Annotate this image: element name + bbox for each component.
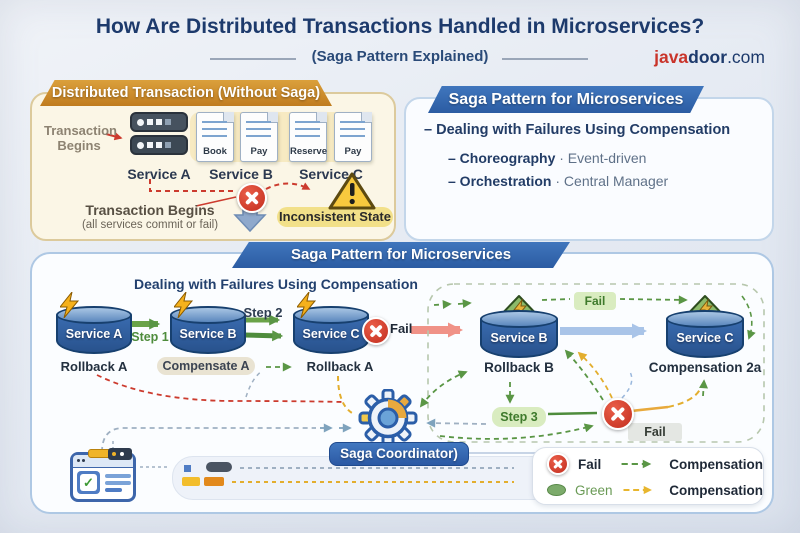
subtitle-left-rule bbox=[210, 58, 296, 60]
doc-label: Pay bbox=[344, 146, 362, 157]
flow-service-a: Service A bbox=[56, 292, 132, 354]
service-a-label: Service A bbox=[127, 166, 191, 182]
compensate-a-caption: Compensate A bbox=[157, 357, 255, 375]
orchestration-label: – Orchestration bbox=[448, 173, 552, 189]
compensation-2a-caption: Compensation 2a bbox=[648, 360, 762, 375]
page-subtitle: (Saga Pattern Explained) bbox=[311, 48, 489, 65]
without-saga-banner: Distributed Transaction (Without Saga) bbox=[40, 80, 332, 106]
flow-service-b: Service B bbox=[170, 292, 246, 354]
step3-pill: Step 3 bbox=[492, 407, 546, 427]
logo-tld: .com bbox=[727, 47, 765, 67]
saga-info-point-3: – Orchestration · Central Manager bbox=[448, 173, 668, 189]
commit-or-fail-subcaption: (all services commit or fail) bbox=[81, 219, 219, 231]
legend-row-green: Green Compensation bbox=[547, 477, 763, 503]
saga-flow-subtitle: Dealing with Failures Using Compensation bbox=[134, 276, 418, 292]
doc-label: Reserve bbox=[290, 146, 327, 157]
green-ellipse-icon bbox=[547, 484, 566, 496]
browser-window-icon: ✓ bbox=[70, 448, 136, 502]
orchestration-desc: · Central Manager bbox=[555, 173, 669, 189]
flow-service-b-right: Service B bbox=[480, 295, 558, 358]
subtitle-right-rule bbox=[502, 58, 588, 60]
service-name: Service C bbox=[302, 327, 360, 341]
logo-door: door bbox=[688, 47, 728, 67]
document-icon-book: Book bbox=[196, 112, 234, 162]
doc-label: Book bbox=[203, 146, 227, 157]
doc-label: Pay bbox=[250, 146, 268, 157]
timeline-blue-square bbox=[184, 465, 191, 472]
warning-triangle-icon bbox=[328, 172, 376, 210]
document-icon-pay1: Pay bbox=[240, 112, 278, 162]
check-icon: ✓ bbox=[83, 475, 94, 490]
service-name: Service B bbox=[179, 327, 237, 341]
document-icon-pay2: Pay bbox=[334, 112, 372, 162]
page-title: How Are Distributed Transactions Handled… bbox=[95, 15, 705, 38]
saga-info-point-2: – Choreography · Event-driven bbox=[448, 150, 646, 166]
saga-info-banner: Saga Pattern for Microservices bbox=[428, 86, 704, 113]
flow-service-c-right: Service C bbox=[666, 295, 744, 358]
yellow-dashed-arrow-icon bbox=[623, 485, 652, 495]
legend-compensation-label-2: Compensation bbox=[669, 482, 763, 498]
service-name: Service A bbox=[65, 327, 123, 341]
fail-pill-top: Fail bbox=[574, 292, 616, 310]
doc-lines bbox=[202, 121, 227, 137]
saga-info-point-1: – Dealing with Failures Using Compensati… bbox=[424, 122, 731, 138]
lightning-icon bbox=[174, 292, 194, 318]
logo-java: java bbox=[654, 47, 689, 67]
legend-row-fail: Fail Compensation bbox=[547, 451, 763, 477]
badge bbox=[108, 448, 132, 460]
lightning-icon bbox=[60, 292, 80, 318]
choreography-desc: · Event-driven bbox=[559, 150, 647, 166]
timeline-yellow-bar bbox=[182, 477, 200, 486]
lightning-icon bbox=[297, 292, 317, 318]
step1-label: Step 1 bbox=[131, 330, 169, 344]
server-icon bbox=[130, 112, 188, 155]
fail-x-icon bbox=[362, 317, 390, 345]
fail-pill-bottom: Fail bbox=[628, 423, 682, 441]
fail-label: Fail bbox=[390, 321, 413, 336]
document-icon-reserve: Reserve bbox=[289, 112, 327, 162]
transaction-begins-label: Transaction Begins bbox=[44, 123, 117, 153]
service-b-label: Service B bbox=[209, 166, 273, 182]
doc-lines bbox=[340, 121, 365, 137]
doc-lines bbox=[295, 121, 320, 137]
choreography-label: – Choreography bbox=[448, 150, 556, 166]
site-logo: javadoor.com bbox=[654, 47, 765, 68]
step2-label: Step 2 bbox=[243, 305, 283, 320]
timeline-orange-bar bbox=[204, 477, 224, 486]
saga-coordinator-badge: Saga Coordinator) bbox=[329, 442, 469, 466]
commit-or-fail-caption: Transaction Begins bbox=[85, 202, 215, 218]
saga-info-panel bbox=[404, 97, 774, 241]
legend-box: Fail Compensation Green Compensation bbox=[532, 447, 764, 505]
service-name: Service C bbox=[676, 331, 734, 345]
rollback-a2-caption: Rollback A bbox=[306, 359, 374, 374]
inconsistent-state-badge: Inconsistent State bbox=[277, 207, 393, 227]
legend-fail-label: Fail bbox=[578, 456, 602, 472]
timeline-dark-bar bbox=[206, 462, 232, 472]
service-c-label: Service C bbox=[299, 166, 363, 182]
service-name: Service B bbox=[490, 331, 548, 345]
green-dashed-arrow-icon bbox=[621, 459, 652, 469]
fail-x-icon bbox=[237, 183, 267, 213]
rollback-b-caption: Rollback B bbox=[484, 360, 554, 375]
transaction-begins-line2: Begins bbox=[57, 138, 101, 153]
legend-compensation-label: Compensation bbox=[669, 456, 763, 472]
flow-service-c: Service C bbox=[293, 292, 369, 354]
fail-x-icon bbox=[602, 398, 634, 430]
saga-flow-banner: Saga Pattern for Microservices bbox=[232, 242, 570, 268]
gear-icon bbox=[358, 389, 418, 447]
legend-green-label: Green bbox=[575, 482, 613, 498]
fail-x-icon bbox=[547, 453, 569, 475]
doc-lines bbox=[246, 121, 271, 137]
rollback-a-caption: Rollback A bbox=[60, 359, 128, 374]
transaction-begins-line1: Transaction bbox=[44, 123, 117, 138]
check-tile: ✓ bbox=[77, 471, 100, 494]
